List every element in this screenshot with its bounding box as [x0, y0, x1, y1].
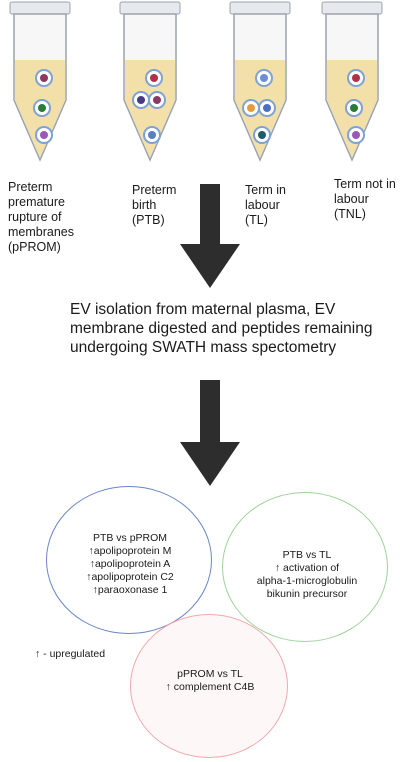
tube-label-tnl: Term not in labour (TNL) [334, 177, 396, 221]
tube-label-tl: Term in labour (TL) [245, 183, 286, 227]
circle-ptb-vs-tl [222, 492, 388, 642]
circle-text-ptb-vs-tl: PTB vs TL ↑ activation of alpha-1-microg… [256, 549, 358, 600]
tube-tl [229, 1, 291, 162]
down-arrow-icon [180, 184, 240, 288]
tube-tnl [321, 1, 383, 162]
process-step-text: EV isolation from maternal plasma, EV me… [70, 301, 373, 356]
tube-label-pprom: Preterm premature rupture of membranes (… [8, 180, 74, 254]
circle-ptb-vs-pprom [46, 486, 212, 634]
tube-ptb [119, 1, 181, 162]
down-arrow-icon [180, 380, 240, 486]
tube-label-ptb: Preterm birth (PTB) [132, 183, 177, 227]
circle-text-ptb-vs-pprom: PTB vs pPROM ↑apolipoprotein M ↑apolipop… [86, 532, 174, 596]
legend: ↑ - upregulated [35, 648, 106, 660]
circle-text-pprom-vs-tl: pPROM vs TL ↑ complement C4B [165, 668, 255, 693]
tube-pprom [9, 1, 71, 162]
circle-pprom-vs-tl [130, 614, 288, 758]
